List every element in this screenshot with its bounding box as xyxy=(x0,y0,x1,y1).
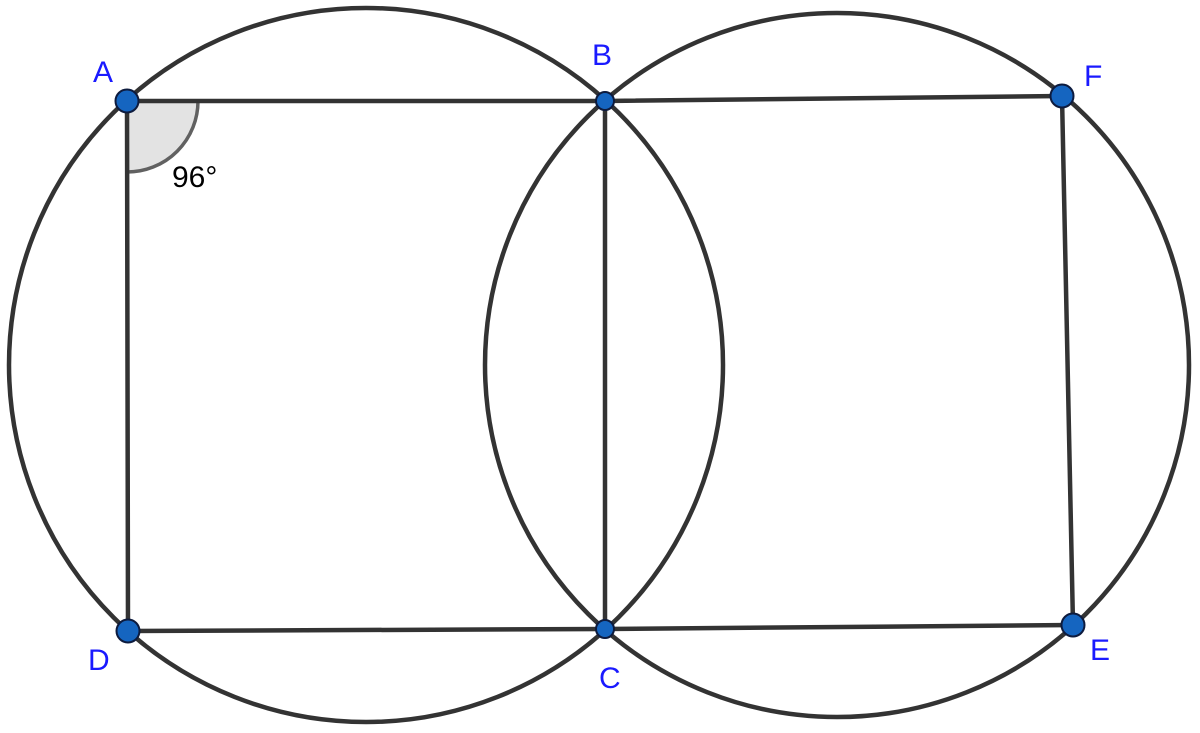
segment-ad xyxy=(124,98,131,634)
label-d: D xyxy=(88,644,110,677)
angle-marker-a xyxy=(125,99,200,174)
label-e: E xyxy=(1090,634,1110,667)
segment-fe xyxy=(1059,93,1076,628)
segment-ce xyxy=(602,622,1076,632)
circle-abcd xyxy=(6,5,726,725)
point-b xyxy=(595,91,615,111)
circle-bcef xyxy=(482,10,1192,720)
point-f xyxy=(1049,83,1075,109)
label-a: A xyxy=(93,56,113,89)
segment-dc xyxy=(125,626,608,634)
label-b: B xyxy=(592,39,612,72)
point-a xyxy=(114,88,140,114)
angle-label-a: 96° xyxy=(172,161,217,194)
point-e xyxy=(1060,612,1086,638)
label-f: F xyxy=(1084,60,1102,93)
point-c xyxy=(595,619,615,639)
segment-bf xyxy=(602,93,1065,104)
point-d xyxy=(115,618,141,644)
label-c: C xyxy=(599,662,621,695)
